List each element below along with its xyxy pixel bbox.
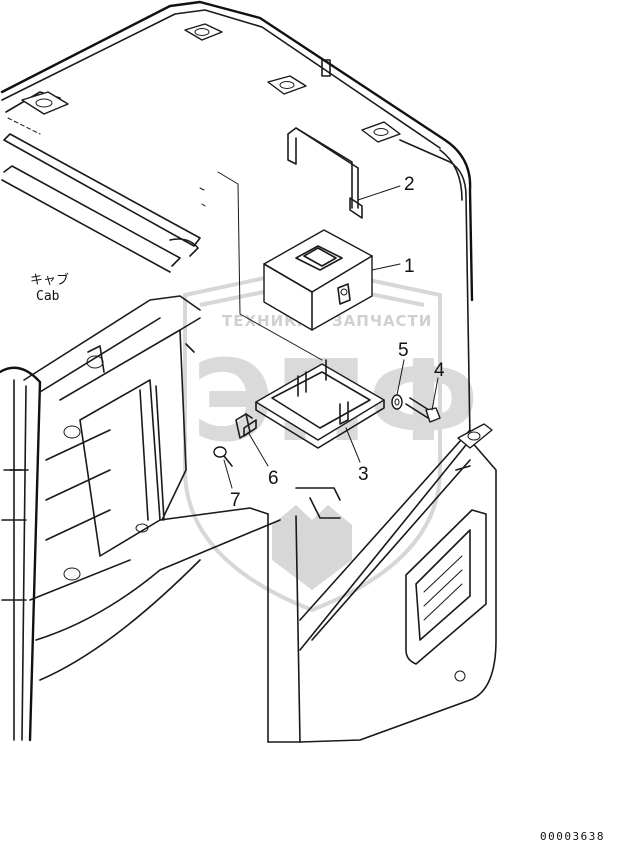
leader-lines bbox=[223, 185, 439, 489]
assembly-guide-lines bbox=[199, 171, 323, 361]
part-5-washer bbox=[391, 394, 403, 410]
watermark-right-text: ЗАПЧАСТИ bbox=[332, 312, 432, 330]
cab-body bbox=[0, 0, 497, 743]
callout-6: 6 bbox=[268, 468, 279, 489]
roof-bolt bbox=[267, 75, 307, 95]
callout-3: 3 bbox=[358, 464, 369, 485]
roof-bolt bbox=[361, 121, 401, 143]
cab-label-japanese: キャブ bbox=[30, 272, 69, 288]
callout-5: 5 bbox=[398, 340, 409, 361]
document-number: 00003638 bbox=[540, 830, 605, 843]
callout-1: 1 bbox=[404, 256, 415, 277]
part-6-clip bbox=[235, 413, 253, 439]
watermark-factory-icon bbox=[272, 505, 352, 590]
part-7-screw bbox=[213, 446, 233, 467]
callout-4: 4 bbox=[434, 360, 445, 381]
part-1-box bbox=[263, 229, 373, 331]
callout-7: 7 bbox=[230, 490, 241, 511]
roof-bolt bbox=[184, 23, 223, 41]
callout-2: 2 bbox=[404, 174, 415, 195]
part-2-strap bbox=[287, 127, 363, 219]
part-3-tray bbox=[243, 359, 385, 449]
cab-label-english: Cab bbox=[36, 289, 60, 304]
roof-bolt bbox=[21, 91, 69, 115]
